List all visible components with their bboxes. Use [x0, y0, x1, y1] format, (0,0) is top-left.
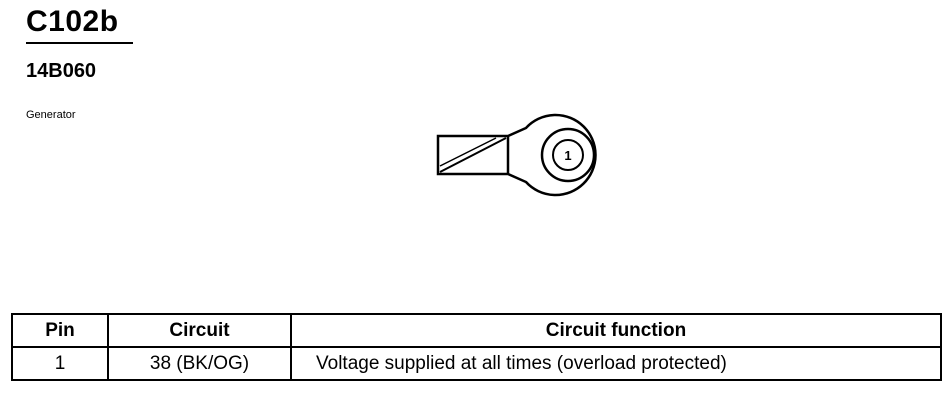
connector-id: C102b	[26, 5, 119, 38]
terminal-crimp-hatch-2	[439, 137, 497, 167]
header-circuit-function: Circuit function	[290, 313, 942, 348]
terminal-tab-outline	[436, 113, 597, 197]
table-row: 1 38 (BK/OG) Voltage supplied at all tim…	[11, 346, 942, 381]
component-name: Generator	[26, 109, 76, 121]
pin-1-circle	[552, 139, 584, 171]
pin-table: Pin Circuit Circuit function 1 38 (BK/OG…	[11, 313, 942, 381]
terminal-crimp-hatch	[439, 137, 507, 173]
terminal-ring-outer	[540, 127, 596, 183]
header-circuit: Circuit	[107, 313, 292, 348]
cell-pin: 1	[11, 346, 109, 381]
cell-circuit-function: Voltage supplied at all times (overload …	[290, 346, 942, 381]
connector-id-underline	[26, 42, 133, 44]
part-number: 14B060	[26, 60, 97, 82]
header-pin: Pin	[11, 313, 109, 348]
pin-1-label: 1	[564, 148, 571, 163]
cell-circuit: 38 (BK/OG)	[107, 346, 292, 381]
ring-terminal-connector-diagram: 1	[436, 113, 597, 197]
table-header-row: Pin Circuit Circuit function	[11, 313, 942, 348]
